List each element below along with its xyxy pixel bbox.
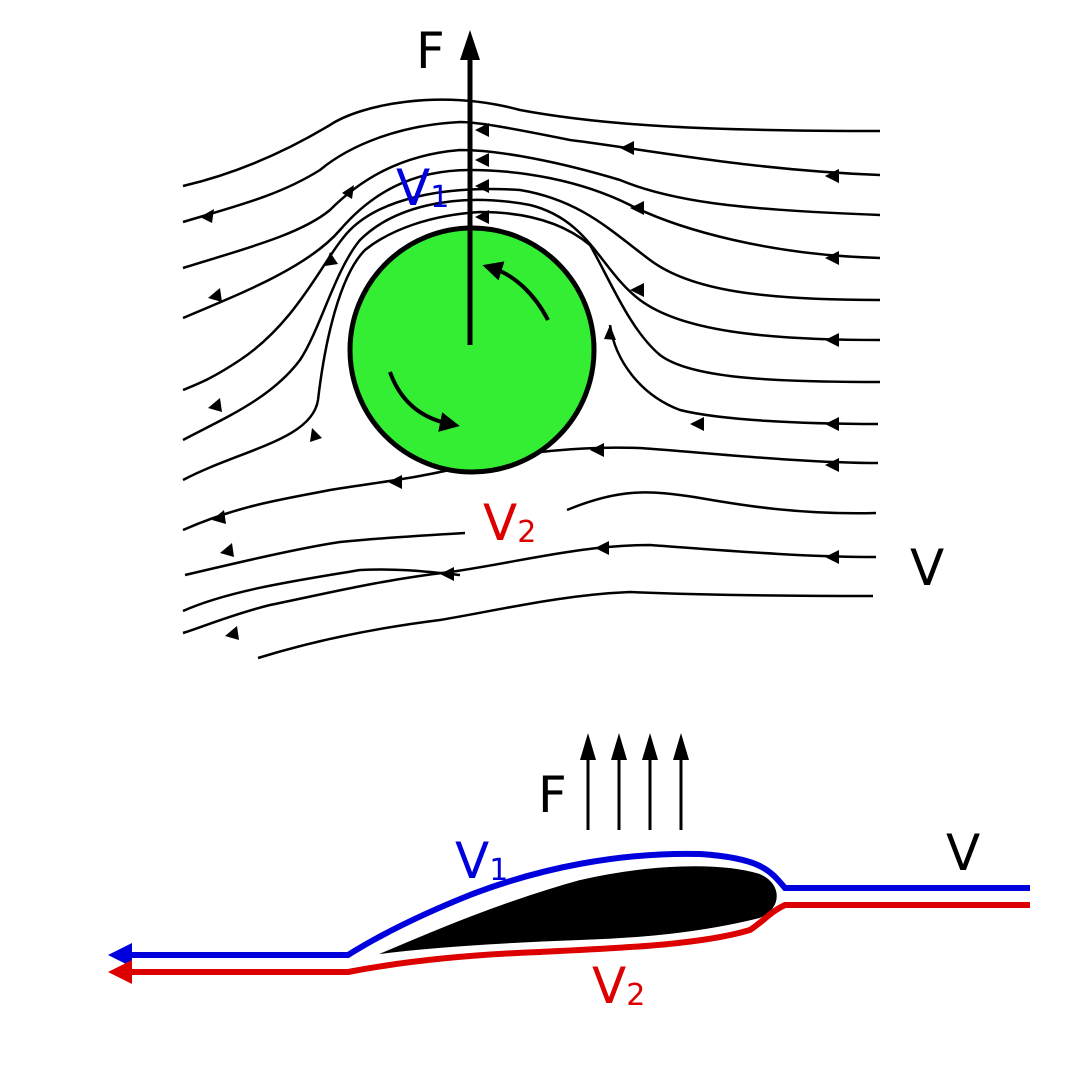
airfoil-force-label: F	[538, 766, 567, 824]
streamline-5	[182, 187, 881, 392]
arrow-marker	[825, 458, 839, 472]
arrow-marker	[310, 428, 322, 442]
streamline-6	[182, 198, 881, 442]
streamline-14	[182, 568, 461, 613]
arrow-marker	[388, 475, 402, 489]
streamline-8	[608, 324, 879, 426]
streamline-1	[182, 98, 881, 188]
arrow-marker	[825, 417, 839, 431]
lift-arrow-heads	[580, 733, 689, 760]
streamlines	[182, 98, 881, 660]
lower-flow-path	[108, 902, 1030, 984]
arrow-marker	[208, 398, 222, 412]
cylinder-v2-label: V2	[483, 494, 536, 552]
arrow-marker	[475, 153, 489, 167]
arrow-marker	[220, 543, 234, 557]
arrow-marker	[620, 141, 634, 155]
airfoil-v2-label: V2	[592, 957, 645, 1015]
rotation-arrow-lower	[388, 371, 460, 432]
streamline-13	[257, 590, 874, 660]
streamline-12	[182, 543, 877, 635]
arrow-marker	[825, 169, 839, 183]
arrow-marker	[475, 123, 489, 137]
arrow-marker	[630, 201, 644, 215]
arrow-marker	[212, 510, 226, 524]
arrow-marker	[825, 333, 839, 347]
airfoil-shape	[364, 862, 781, 960]
arrow-marker	[590, 443, 604, 457]
streamline-4	[182, 168, 881, 320]
rotation-arrow-upper	[482, 261, 550, 321]
airfoil-freestream-label: V	[946, 824, 980, 882]
arrow-marker	[604, 325, 616, 340]
arrow-marker	[440, 567, 454, 581]
airfoil-panel: F V1 V2 V	[108, 733, 1030, 1015]
arrow-marker	[595, 541, 609, 555]
cylinder-force-label: F	[416, 22, 445, 80]
arrow-marker	[325, 252, 338, 266]
cylinder-v1-label: V1	[396, 159, 449, 217]
arrow-marker	[475, 179, 489, 193]
lift-arrows	[586, 750, 683, 830]
cylinder-panel: F V1 V2 V	[182, 22, 944, 660]
arrow-marker	[225, 626, 239, 640]
cylinder-freestream-label: V	[910, 539, 944, 597]
arrow-marker	[200, 209, 214, 223]
upper-flow-path	[108, 850, 1030, 967]
streamline-2	[182, 120, 881, 224]
arrow-marker	[630, 283, 644, 297]
airfoil-v1-label: V1	[455, 832, 508, 890]
streamline-arrows	[200, 123, 839, 640]
arrow-marker	[825, 550, 839, 564]
lift-force-arrow	[460, 30, 480, 345]
arrow-marker	[690, 417, 704, 431]
arrow-marker	[208, 288, 222, 302]
streamline-7	[182, 210, 881, 482]
arrow-marker	[342, 185, 354, 199]
streamline-10	[566, 491, 877, 515]
arrow-marker	[475, 210, 489, 224]
streamline-11	[184, 531, 466, 577]
rotation-arrows	[388, 261, 550, 432]
arrow-marker	[825, 251, 839, 265]
